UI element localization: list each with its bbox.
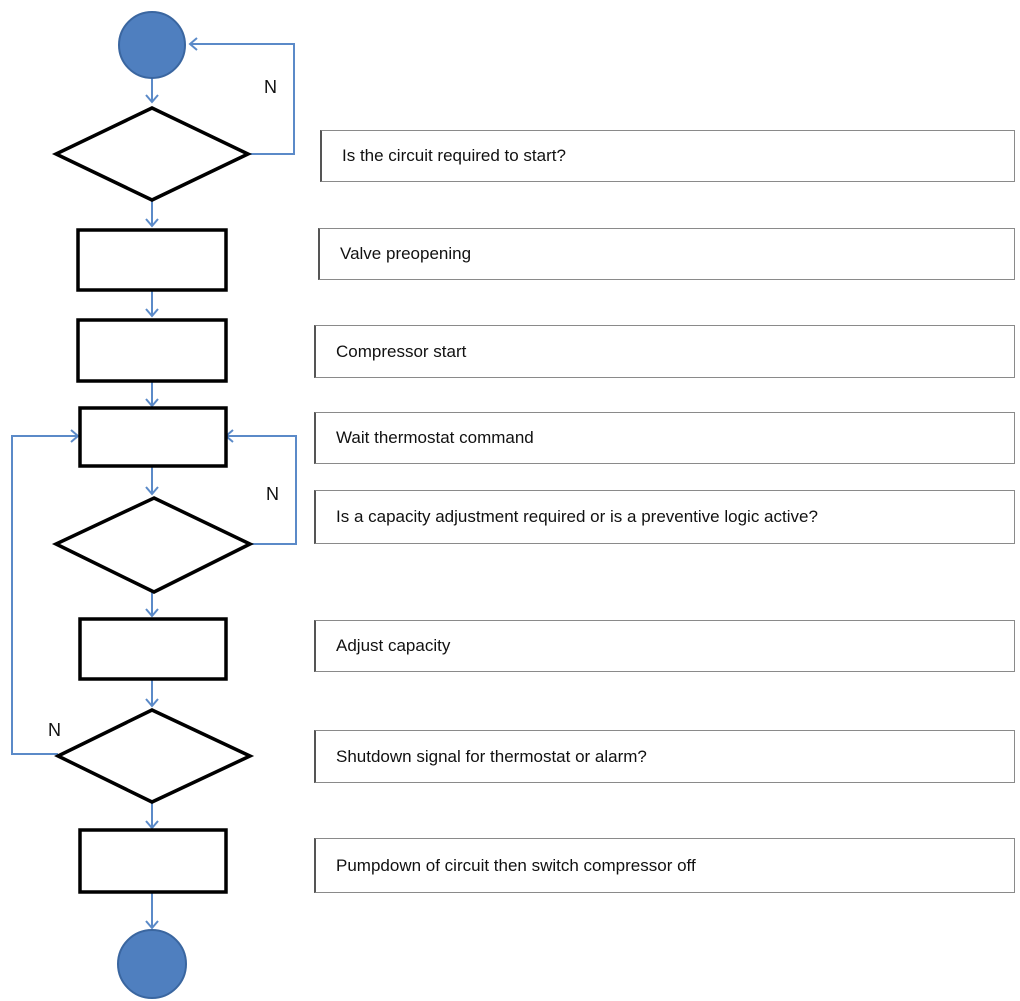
description-capacity-adjustment-check: Is a capacity adjustment required or is …	[314, 490, 1015, 544]
description-shutdown-signal: Shutdown signal for thermostat or alarm?	[314, 730, 1015, 783]
decision-diamond-3	[54, 708, 255, 804]
process-box-valve-preopening	[76, 228, 228, 292]
end-terminal	[117, 929, 187, 999]
description-compressor-start: Compressor start	[314, 325, 1015, 378]
loop-label-n-1: N	[264, 77, 277, 97]
process-box-compressor-start	[76, 318, 228, 383]
description-pumpdown: Pumpdown of circuit then switch compress…	[314, 838, 1015, 893]
description-valve-preopening: Valve preopening	[318, 228, 1015, 280]
decision-diamond-1	[51, 106, 253, 202]
process-box-adjust-capacity	[78, 617, 228, 681]
loop-label-n-2: N	[266, 484, 279, 504]
start-terminal	[118, 11, 186, 79]
connectors	[11, 37, 297, 930]
loop-connector-3	[11, 429, 80, 755]
decision-diamond-2	[51, 496, 254, 594]
loop-connector-1	[188, 37, 295, 155]
loop-label-n-3: N	[48, 720, 61, 740]
process-box-wait-thermostat	[78, 406, 228, 468]
description-circuit-start: Is the circuit required to start?	[320, 130, 1015, 182]
description-wait-thermostat: Wait thermostat command	[314, 412, 1015, 464]
process-box-pumpdown	[78, 828, 228, 894]
description-adjust-capacity: Adjust capacity	[314, 620, 1015, 672]
loop-connector-2	[224, 429, 297, 545]
